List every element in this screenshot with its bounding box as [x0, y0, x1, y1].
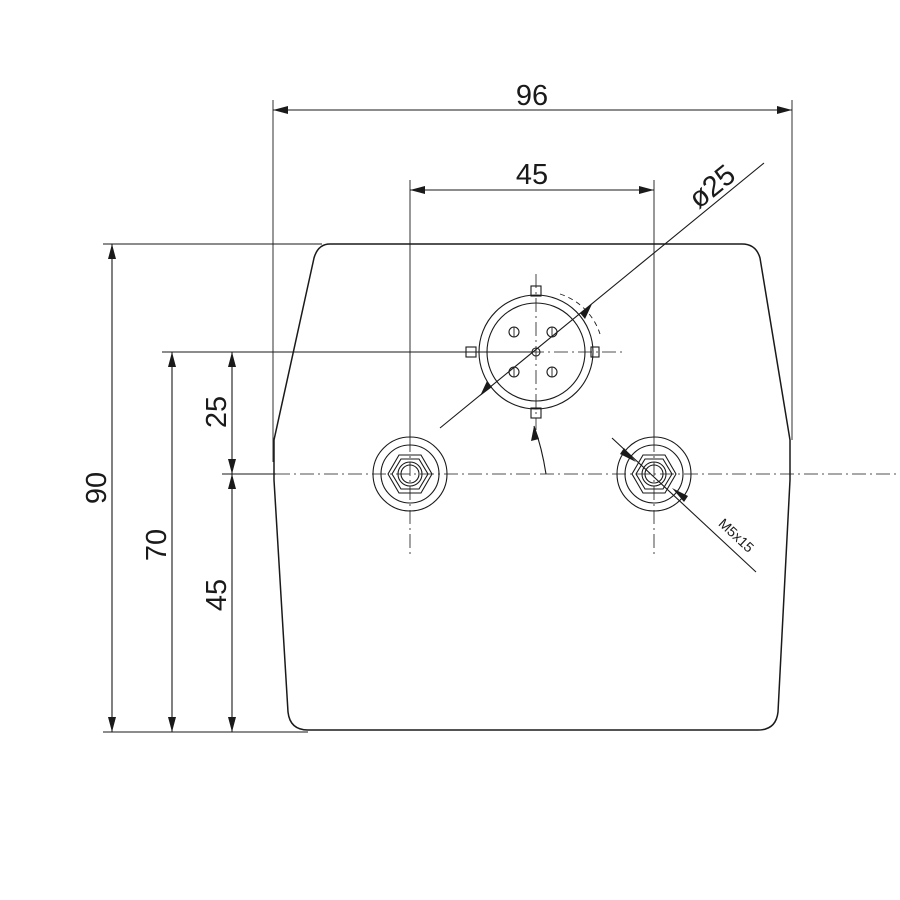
- overall-width-label: 96: [516, 80, 548, 112]
- connector-socket: [465, 285, 601, 475]
- bolt-spacing-label: 45: [516, 159, 548, 191]
- overall-height-label: 90: [81, 472, 113, 504]
- extension-lines: [103, 100, 793, 733]
- housing-outline: [273, 243, 791, 731]
- right-mounting-bolt: [616, 436, 692, 512]
- dimension-arrows: [108, 106, 792, 732]
- thread-spec-label: M5x15: [716, 515, 758, 556]
- centerlines: [276, 274, 900, 731]
- connector-height-label: 70: [141, 529, 173, 561]
- connector-offset-label: 25: [201, 396, 233, 428]
- connector-diameter-label: ø25: [683, 159, 742, 215]
- dimension-lines: [111, 109, 792, 732]
- left-mounting-bolt: [372, 436, 448, 512]
- bolt-height-label: 45: [201, 579, 233, 611]
